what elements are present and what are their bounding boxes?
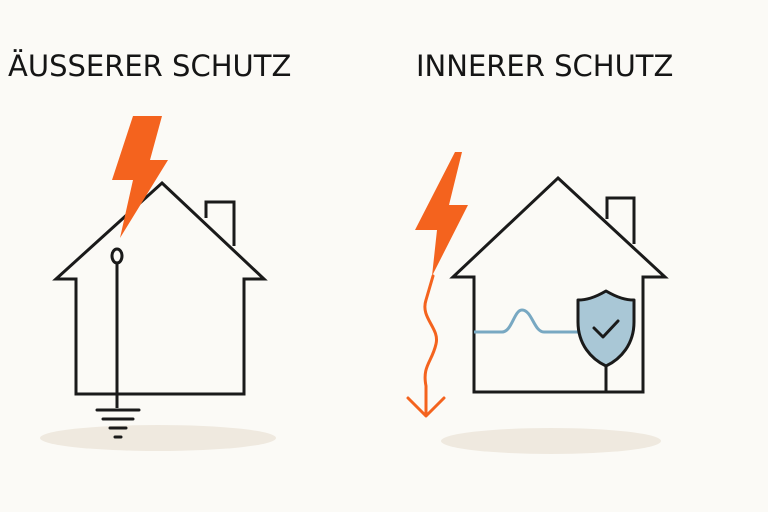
lightning-bolt-icon bbox=[415, 152, 468, 276]
ground-symbol-icon bbox=[95, 408, 141, 439]
title-external-protection: ÄUSSERER SCHUTZ bbox=[8, 49, 292, 83]
internal-protection-scene bbox=[406, 152, 669, 454]
arrow-down-icon bbox=[406, 274, 446, 418]
discharge-path bbox=[423, 274, 438, 416]
wire-icon bbox=[474, 308, 580, 334]
title-internal-protection: INNERER SCHUTZ bbox=[416, 49, 674, 83]
lightning-bolt-icon bbox=[112, 116, 168, 238]
chimney bbox=[204, 200, 236, 246]
shield-body bbox=[576, 289, 636, 368]
check-mark bbox=[592, 319, 620, 339]
ground-shadow-right bbox=[441, 428, 661, 454]
arrow-head bbox=[406, 396, 446, 418]
shield-check-icon bbox=[576, 289, 636, 392]
house-icon bbox=[52, 180, 268, 396]
rod-connector bbox=[110, 247, 124, 265]
chimney bbox=[605, 196, 636, 244]
house-outline bbox=[52, 180, 268, 396]
ground-shadow-left bbox=[40, 425, 276, 451]
house-outline bbox=[449, 175, 669, 394]
external-protection-scene bbox=[40, 116, 276, 451]
lightning-rod-icon bbox=[110, 247, 124, 408]
house-icon bbox=[449, 175, 669, 394]
